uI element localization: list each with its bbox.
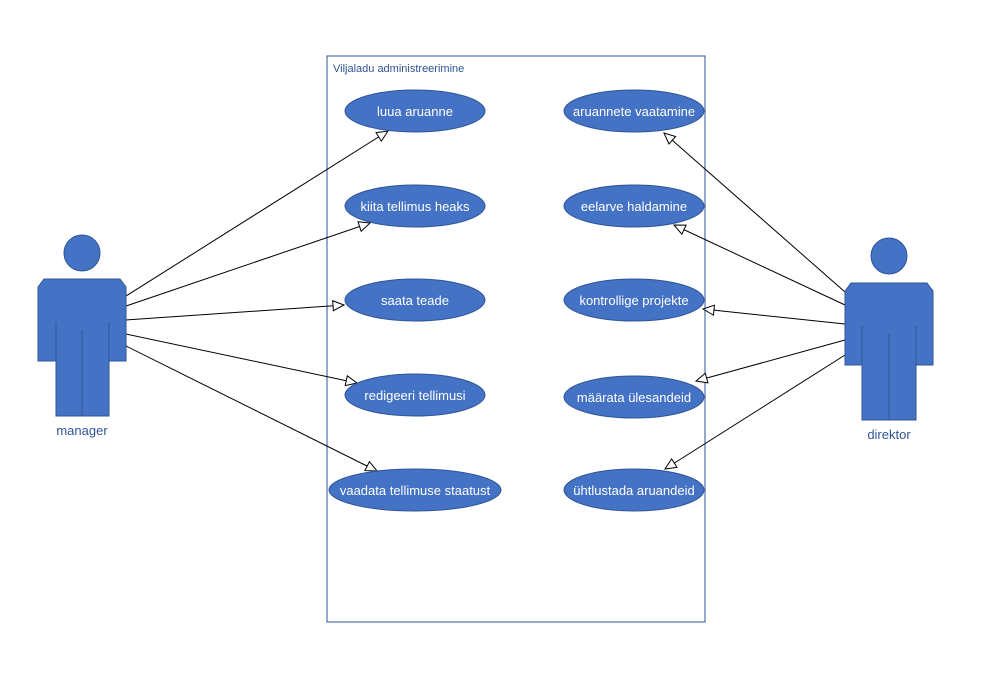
use-case-label: vaadata tellimuse staatust <box>340 483 491 498</box>
association-manager-vaadata-tellimuse-staatust <box>125 345 379 472</box>
association-direktor-aruannete-vaatamine <box>663 132 846 293</box>
association-direktor-maarata-ulesandeid <box>694 339 846 384</box>
use-case-uhtlustada-aruandeid[interactable]: ühtlustada aruandeid <box>563 468 705 512</box>
use-case-label: ühtlustada aruandeid <box>573 483 694 498</box>
use-case-redigeeri-tellimusi[interactable]: redigeeri tellimusi <box>344 373 486 417</box>
use-case-label: määrata ülesandeid <box>577 390 691 405</box>
use-case-vaadata-tellimuse-staatust[interactable]: vaadata tellimuse staatust <box>328 468 502 512</box>
actor-manager-label: manager <box>56 423 108 438</box>
system-title: Viljaladu administreerimine <box>333 63 464 75</box>
use-case-luua-aruanne[interactable]: luua aruanne <box>344 89 486 133</box>
associations <box>125 130 846 472</box>
use-case-label: kiita tellimus heaks <box>360 199 470 214</box>
association-manager-kiita-tellimus-heaks <box>125 221 372 307</box>
actor-direktor[interactable]: direktor <box>844 237 934 442</box>
use-case-label: saata teade <box>381 293 449 308</box>
association-manager-redigeeri-tellimusi <box>125 333 359 387</box>
actor-manager[interactable]: manager <box>37 234 127 438</box>
use-case-maarata-ulesandeid[interactable]: määrata ülesandeid <box>563 375 705 419</box>
use-case-label: luua aruanne <box>377 104 453 119</box>
association-direktor-eelarve-haldamine <box>672 224 846 306</box>
association-manager-saata-teade <box>125 300 346 321</box>
use-case-label: kontrollige projekte <box>579 293 688 308</box>
use-case-label: eelarve haldamine <box>581 199 687 214</box>
use-case-label: aruannete vaatamine <box>573 104 695 119</box>
association-direktor-uhtlustada-aruandeid <box>663 354 846 470</box>
use-case-eelarve-haldamine[interactable]: eelarve haldamine <box>563 184 705 228</box>
actor-manager-head <box>63 234 101 272</box>
use-case-label: redigeeri tellimusi <box>364 388 465 403</box>
association-manager-luua-aruanne <box>125 130 390 297</box>
use-case-kiita-tellimus-heaks[interactable]: kiita tellimus heaks <box>344 184 486 228</box>
use-case-kontrollige-projekte[interactable]: kontrollige projekte <box>563 278 705 322</box>
system-boundary <box>326 55 706 623</box>
association-direktor-kontrollige-projekte <box>701 304 846 325</box>
use-case-saata-teade[interactable]: saata teade <box>344 278 486 322</box>
actor-direktor-label: direktor <box>867 427 911 442</box>
actor-direktor-head <box>870 237 908 275</box>
use-case-aruannete-vaatamine[interactable]: aruannete vaatamine <box>563 89 705 133</box>
